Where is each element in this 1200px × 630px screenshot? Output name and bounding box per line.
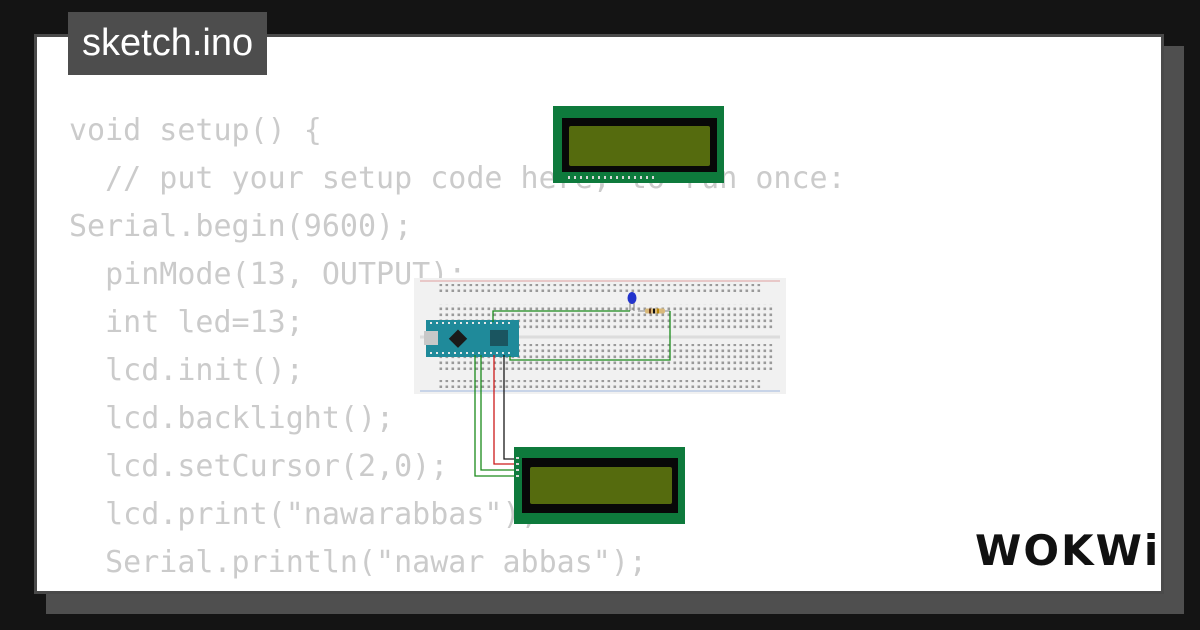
arduino-nano[interactable] (424, 320, 519, 357)
wokwi-logo: WOKWi (975, 526, 1161, 575)
code-line: pinMode(13, OUTPUT); (69, 257, 467, 292)
code-line: Serial.println("nawar abbas"); (69, 545, 647, 580)
code-line: int led=13; (69, 305, 304, 340)
code-line: // put your setup code here, to run once… (69, 161, 846, 196)
code-line: lcd.init(); (69, 353, 304, 388)
code-preview: void setup() { // put your setup code he… (69, 107, 846, 591)
lcd-display-top[interactable] (553, 106, 724, 183)
code-line: void setup() { (69, 113, 322, 148)
lcd-display-bottom[interactable] (514, 447, 685, 524)
code-line: lcd.backlight(); (69, 401, 395, 436)
wires (474, 310, 671, 477)
code-line: lcd.setCursor(2,0); (69, 449, 449, 484)
code-line: Serial.begin(9600); (69, 209, 413, 244)
sketch-title: sketch.ino (68, 12, 268, 75)
code-line: lcd.print("nawarabbas"); (69, 497, 539, 532)
resistor[interactable] (638, 308, 670, 314)
led[interactable] (627, 292, 637, 311)
